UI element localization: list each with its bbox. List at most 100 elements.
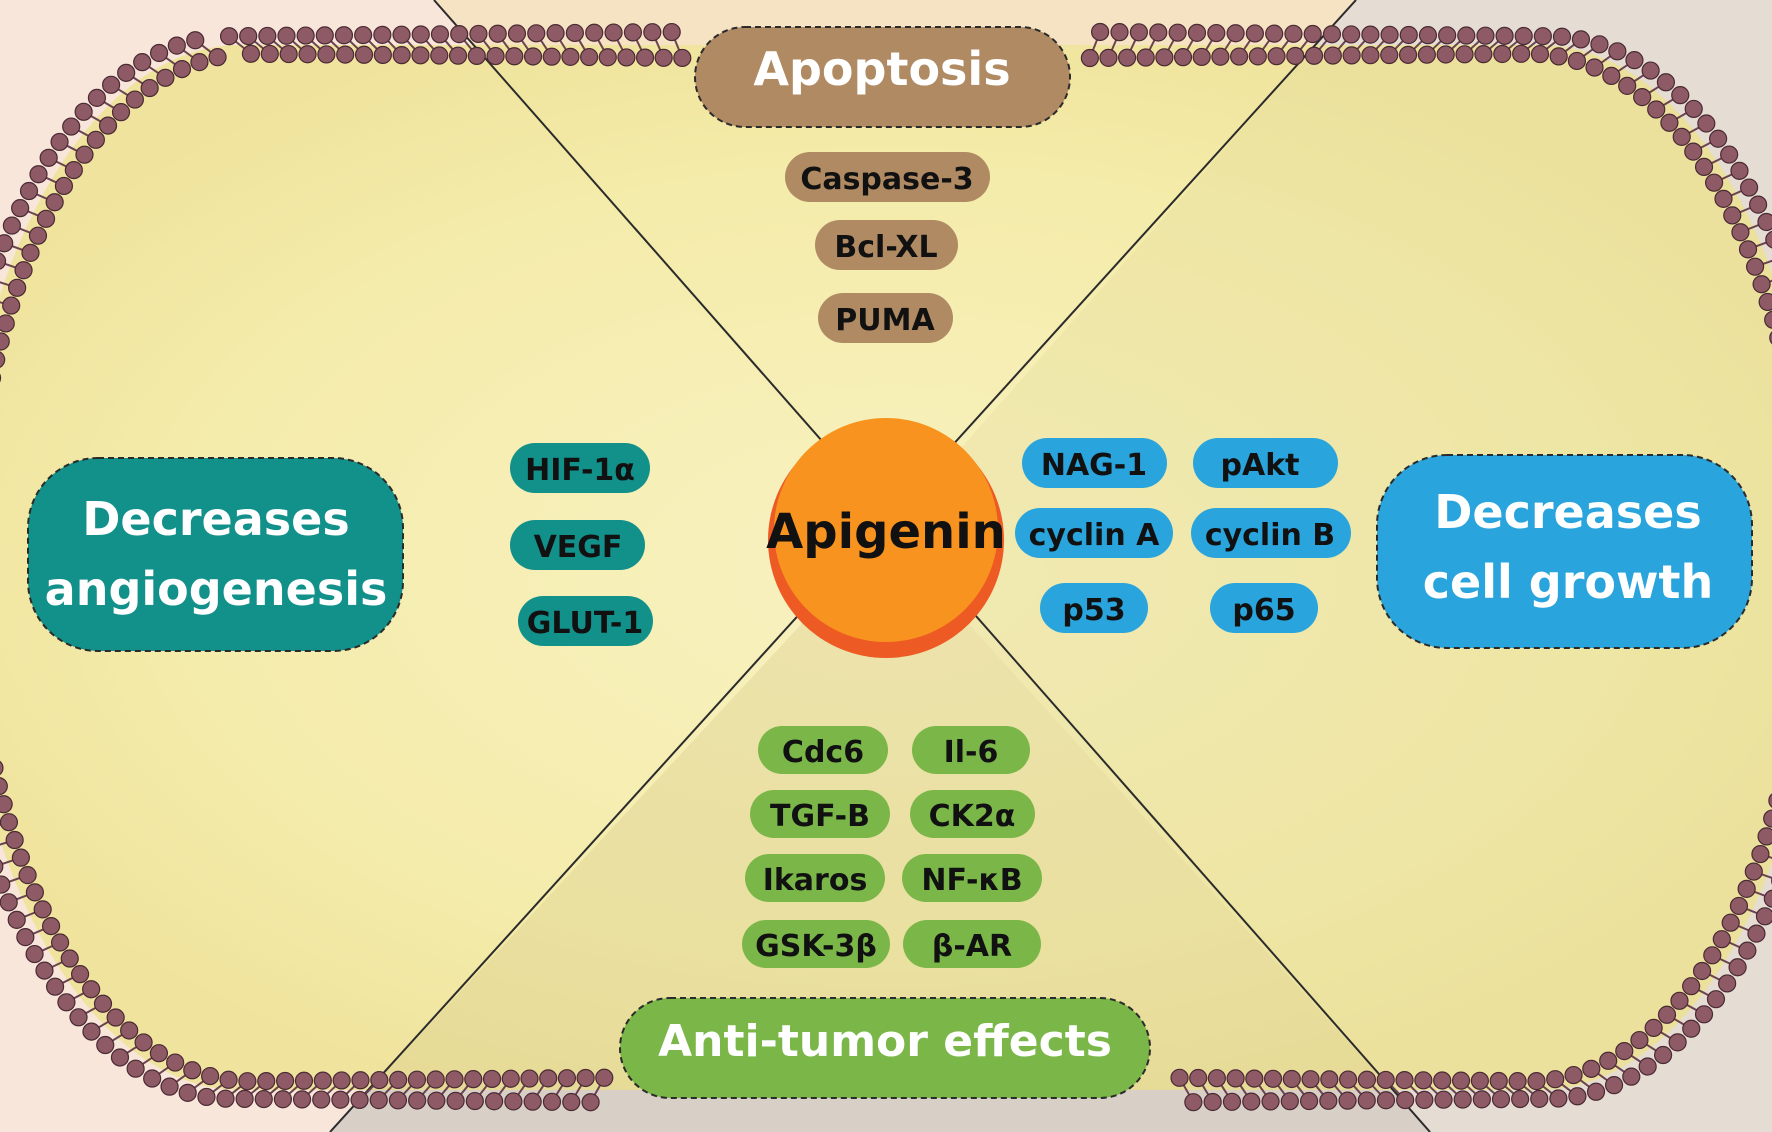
membrane-head xyxy=(315,26,334,45)
membrane-head xyxy=(1549,47,1568,66)
membrane-head xyxy=(467,46,486,65)
marker-bcl-xl: Bcl-XL xyxy=(815,220,958,270)
marker-cyclin-a: cyclin A xyxy=(1015,508,1173,558)
membrane-head xyxy=(331,1090,350,1109)
category-angiogenesis-line1: Decreases xyxy=(82,492,350,546)
membrane-head xyxy=(134,1033,153,1052)
membrane-head xyxy=(1304,46,1324,65)
membrane-head xyxy=(542,47,561,66)
membrane-head xyxy=(527,24,546,43)
membrane-head xyxy=(1242,1092,1261,1111)
membrane-head xyxy=(464,1070,483,1089)
membrane-head xyxy=(96,1035,115,1055)
membrane-head xyxy=(183,1061,202,1080)
membrane-head xyxy=(149,43,169,63)
membrane-head xyxy=(1694,1005,1714,1024)
membrane-head xyxy=(1749,195,1768,214)
membrane-head xyxy=(635,48,655,67)
membrane-head xyxy=(0,314,15,333)
marker-puma: PUMA xyxy=(818,293,953,343)
membrane-head xyxy=(86,130,105,149)
membrane-head xyxy=(1455,45,1474,64)
membrane-head xyxy=(562,1092,581,1112)
membrane-head xyxy=(133,53,152,72)
membrane-head xyxy=(1434,1090,1453,1109)
membrane-head xyxy=(8,278,27,297)
membrane-head xyxy=(505,47,524,66)
membrane-head xyxy=(2,296,21,315)
membrane-head xyxy=(1709,129,1728,148)
membrane-head xyxy=(1718,974,1737,993)
membrane-head xyxy=(2,216,21,235)
membrane-head xyxy=(313,1071,332,1090)
membrane-head xyxy=(0,760,4,776)
svg-text:PUMA: PUMA xyxy=(835,303,935,338)
membrane-head xyxy=(1265,24,1284,43)
marker-gsk-3b: GSK-3β xyxy=(742,920,890,968)
membrane-head xyxy=(1357,1070,1377,1089)
membrane-head xyxy=(172,59,192,79)
membrane-head xyxy=(1091,22,1110,42)
membrane-head xyxy=(1633,88,1652,107)
membrane-head xyxy=(1418,26,1438,45)
membrane-head xyxy=(1656,73,1676,92)
membrane-head xyxy=(427,1091,446,1110)
membrane-head xyxy=(0,859,4,874)
marker-glut-1: GLUT-1 xyxy=(518,596,653,646)
svg-text:Bcl-XL: Bcl-XL xyxy=(834,230,937,265)
membrane-head xyxy=(1582,1059,1601,1078)
category-angiogenesis-bg xyxy=(27,457,404,652)
membrane-head xyxy=(98,116,118,135)
membrane-head xyxy=(1654,1045,1673,1065)
membrane-head xyxy=(1476,26,1495,45)
membrane-head xyxy=(62,117,81,136)
membrane-head xyxy=(1263,1069,1283,1088)
membrane-head xyxy=(277,26,296,45)
membrane-head xyxy=(1527,1072,1546,1091)
category-cell-growth-line2: cell growth xyxy=(1423,555,1713,609)
membrane-head xyxy=(1319,1091,1338,1110)
membrane-head xyxy=(1301,1070,1320,1089)
membrane-head xyxy=(0,252,7,270)
membrane-head xyxy=(1738,941,1757,960)
category-anti-tumor: Anti-tumor effects xyxy=(619,997,1151,1099)
membrane-head xyxy=(1342,25,1361,44)
membrane-head xyxy=(25,883,44,902)
membrane-head xyxy=(448,46,468,65)
membrane-head xyxy=(1564,1065,1583,1085)
membrane-head xyxy=(1660,113,1679,132)
membrane-head xyxy=(507,24,527,43)
membrane-head xyxy=(392,25,411,44)
svg-text:CK2α: CK2α xyxy=(929,799,1016,834)
membrane-head xyxy=(1552,27,1572,46)
membrane-head xyxy=(1136,48,1155,67)
membrane-head xyxy=(1763,889,1772,908)
membrane-head xyxy=(1184,1093,1203,1112)
membrane-head xyxy=(36,209,56,228)
membrane-head xyxy=(1261,1092,1280,1111)
membrane-head xyxy=(1757,827,1772,846)
membrane-head xyxy=(1207,23,1226,43)
membrane-head xyxy=(41,916,61,936)
membrane-head xyxy=(1320,1070,1339,1089)
membrane-head xyxy=(1433,1071,1452,1090)
membrane-head xyxy=(1438,26,1457,45)
membrane-head xyxy=(1322,25,1342,44)
membrane-head xyxy=(1599,1051,1618,1070)
membrane-head xyxy=(1457,26,1476,45)
membrane-head xyxy=(1745,257,1765,276)
membrane-head xyxy=(1267,47,1286,66)
membrane-head xyxy=(373,45,392,65)
membrane-head xyxy=(1768,793,1772,808)
membrane-head xyxy=(1615,1042,1634,1061)
membrane-head xyxy=(576,1068,595,1088)
membrane-head xyxy=(1489,1071,1508,1091)
membrane-head xyxy=(469,24,488,44)
membrane-head xyxy=(1451,1071,1471,1090)
membrane-head xyxy=(501,1069,520,1088)
apigenin-center: Apigenin xyxy=(766,418,1006,658)
membrane-head xyxy=(1672,127,1691,146)
membrane-head xyxy=(33,900,52,919)
membrane-head xyxy=(388,1091,408,1110)
category-angiogenesis-line2: angiogenesis xyxy=(45,562,388,616)
